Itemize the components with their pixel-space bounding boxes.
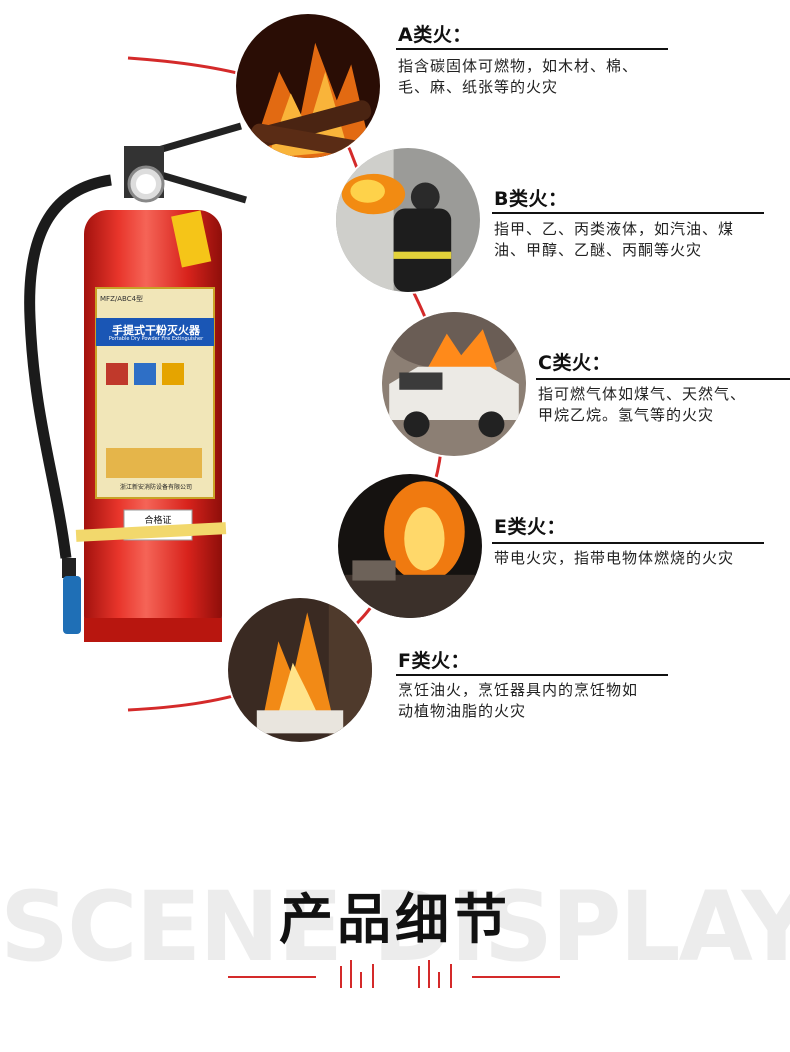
c-class-fire-photo bbox=[382, 312, 526, 456]
a-class-desc-line-1: 指含碳固体可燃物，如木材、棉、 bbox=[398, 57, 639, 75]
decor-bar bbox=[450, 964, 452, 988]
decor-bar bbox=[340, 966, 342, 988]
c-class-title: C类火： bbox=[538, 352, 611, 374]
decor-bar bbox=[350, 960, 352, 988]
f-class-rule bbox=[396, 674, 668, 676]
e-class-title: E类火： bbox=[494, 516, 566, 538]
a-class-fire-photo bbox=[236, 14, 380, 158]
scene-display-background-text: SCENE DISPLAY bbox=[0, 872, 790, 982]
c-class-desc-line-1: 指可燃气体如煤气、天然气、 bbox=[538, 385, 747, 403]
decor-bar bbox=[418, 966, 420, 988]
decor-bar bbox=[438, 972, 440, 988]
a-class-desc-line-2: 毛、麻、纸张等的火灾 bbox=[398, 78, 559, 96]
a-class-title: A类火： bbox=[398, 24, 472, 46]
c-class-desc: 指可燃气体如煤气、天然气、 甲烷乙烷。氢气等的火灾 bbox=[538, 384, 788, 426]
label-model: MFZ/ABC4型 bbox=[100, 295, 144, 303]
b-class-rule bbox=[492, 212, 764, 214]
b-class-title: B类火： bbox=[494, 188, 568, 210]
fire-extinguisher-image: 手提式干粉灭火器 MFZ/ABC4型 Portable Dry Powder F… bbox=[16, 118, 256, 648]
f-class-desc: 烹饪油火，烹饪器具内的烹饪物如 动植物油脂的火灾 bbox=[398, 680, 688, 722]
label-subtitle: Portable Dry Powder Fire Extinguisher bbox=[108, 336, 204, 342]
decor-bar bbox=[372, 964, 374, 988]
b-class-desc-line-1: 指甲、乙、丙类液体，如汽油、煤 bbox=[494, 220, 735, 238]
e-class-desc-line-1: 带电火灾，指带电物体燃烧的火灾 bbox=[494, 549, 735, 567]
e-class-rule bbox=[492, 542, 764, 544]
f-class-fire-photo bbox=[228, 598, 372, 742]
decor-line-right bbox=[472, 976, 560, 978]
certificate-label: 合格证 bbox=[144, 516, 172, 526]
b-class-fire-photo bbox=[336, 148, 480, 292]
e-class-desc: 带电火灾，指带电物体燃烧的火灾 bbox=[494, 548, 784, 569]
f-class-desc-line-1: 烹饪油火，烹饪器具内的烹饪物如 bbox=[398, 681, 639, 699]
f-class-desc-line-2: 动植物油脂的火灾 bbox=[398, 702, 527, 720]
c-class-desc-line-2: 甲烷乙烷。氢气等的火灾 bbox=[538, 406, 715, 424]
label-title: 手提式干粉灭火器 bbox=[112, 324, 200, 337]
b-class-desc-line-2: 油、甲醇、乙醚、丙酮等火灾 bbox=[494, 241, 703, 259]
section-title: 产品细节 bbox=[279, 888, 511, 951]
decor-line-left bbox=[228, 976, 316, 978]
f-class-title: F类火： bbox=[398, 650, 470, 672]
e-class-fire-photo bbox=[338, 474, 482, 618]
b-class-desc: 指甲、乙、丙类液体，如汽油、煤 油、甲醇、乙醚、丙酮等火灾 bbox=[494, 219, 784, 261]
c-class-rule bbox=[536, 378, 790, 380]
a-class-rule bbox=[396, 48, 668, 50]
label-maker: 浙江新安消防设备有限公司 bbox=[119, 484, 192, 491]
a-class-desc: 指含碳固体可燃物，如木材、棉、 毛、麻、纸张等的火灾 bbox=[398, 56, 678, 98]
decor-bar bbox=[360, 972, 362, 988]
decor-bar bbox=[428, 960, 430, 988]
